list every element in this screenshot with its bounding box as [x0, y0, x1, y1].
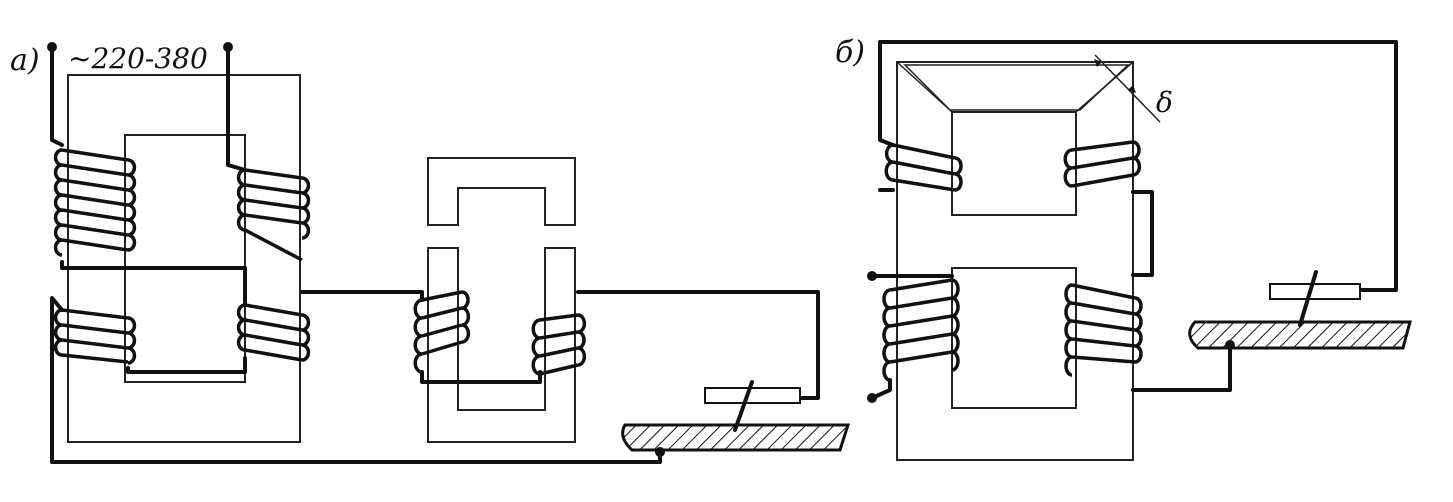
figure-a: а) ~220-380: [10, 42, 851, 464]
choke-coil-right: [531, 290, 820, 400]
air-gap-indicator: [1094, 54, 1161, 123]
primary-coil-right: [236, 168, 311, 262]
primary-coil-left: [53, 148, 137, 257]
bottom-coil-left: [867, 271, 960, 403]
figure-b: б) δ: [835, 35, 1412, 461]
workpiece-b: [1188, 320, 1412, 350]
electrode-holder: [704, 380, 801, 432]
secondary-coil-right: [236, 290, 424, 362]
secondary-coil-left: [50, 296, 662, 464]
transformer-core: [67, 74, 301, 443]
voltage-label: ~220-380: [68, 42, 208, 75]
transformer-core-b: [896, 61, 1134, 461]
gap-label: δ: [1156, 86, 1173, 119]
choke-coil-left: [413, 290, 542, 384]
top-coil-left: [878, 40, 1398, 292]
top-coil-right: [1063, 140, 1154, 277]
figure-a-label: а): [10, 43, 40, 78]
bottom-coil-right: [1064, 283, 1232, 392]
primary-winding-wires: [50, 45, 247, 307]
electrode-holder-b: [1269, 270, 1361, 327]
figure-b-label: б): [835, 35, 865, 70]
workpiece: [621, 423, 851, 457]
choke-core: [427, 157, 576, 443]
